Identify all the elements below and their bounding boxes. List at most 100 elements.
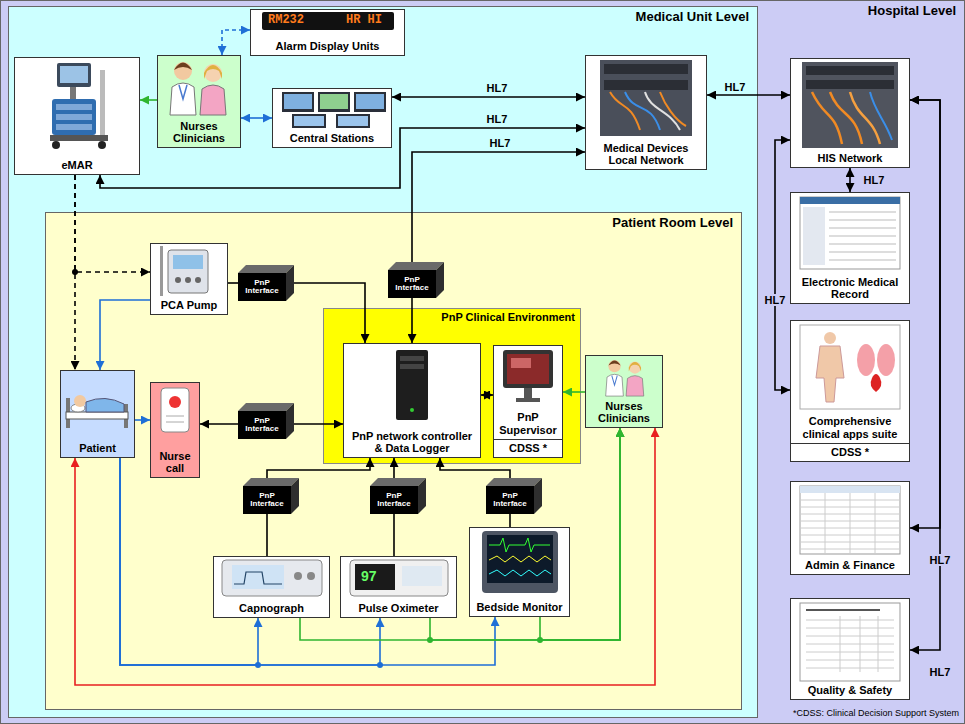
- panel-title: Patient Room Level: [612, 216, 733, 231]
- admin-spreadsheet-icon-part: [800, 486, 900, 554]
- emar-cart-icon-part: [52, 141, 60, 149]
- cube-side-face: [291, 478, 299, 514]
- clinical-apps-icon-part: [800, 325, 900, 409]
- interface-label: PnP Interface: [238, 279, 286, 296]
- component-box: Admin & Finance: [790, 481, 910, 575]
- level-panel: Medical Unit LevelAlarm Display UnitseMA…: [8, 6, 758, 718]
- central-stations-icon-part: [318, 92, 350, 112]
- component-label: HIS Network: [818, 152, 883, 165]
- emar-cart-icon: [50, 63, 108, 149]
- bedside-monitor-icon-part: [489, 570, 551, 576]
- nurses-icon-part: [606, 360, 644, 396]
- admin-spreadsheet-icon: [800, 486, 900, 554]
- connector: [267, 458, 370, 478]
- pca-pump-icon-part: [173, 255, 203, 269]
- protocol-label: HL7: [723, 81, 748, 93]
- component-box: Patient: [60, 370, 135, 458]
- cube-front-face: [238, 273, 286, 301]
- admin-spreadsheet-icon-part: [800, 500, 900, 549]
- component-label: PnP Supervisor: [496, 411, 560, 436]
- cube-top-face: [238, 403, 294, 411]
- component-box: PnP network controller & Data Logger: [343, 343, 481, 458]
- panel-title: Medical Unit Level: [636, 10, 749, 25]
- connector: [200, 423, 238, 425]
- nurse-call-icon-part: [161, 388, 189, 432]
- label-holder: *CDSS: Clinical Decision Support System: [793, 708, 959, 718]
- emar-cart-icon-part: [50, 135, 108, 141]
- supervisor-monitor-icon-part: [503, 350, 553, 388]
- emr-screen-icon-part: [803, 207, 825, 265]
- connector: [910, 100, 940, 650]
- nurse-call-icon-part: [166, 416, 184, 417]
- supervisor-monitor-icon-part: [524, 388, 532, 398]
- emr-screen-icon-part: [829, 252, 896, 253]
- connector: [135, 419, 150, 421]
- junction-dot-part: [427, 637, 433, 643]
- emar-cart-icon-part: [98, 141, 106, 149]
- quality-report-icon-part: [800, 603, 900, 681]
- interface-cube: PnP Interface: [238, 265, 294, 301]
- pulse-oximeter-icon-part: [355, 564, 395, 590]
- component-label: Nurse call: [154, 450, 196, 475]
- component-box: PnP SupervisorCDSS *: [493, 345, 563, 458]
- edge-label-holder: HL7: [862, 174, 887, 186]
- edge-label-holder: HL7: [723, 81, 748, 93]
- cube-side-face: [286, 265, 294, 301]
- emar-cart-icon-part: [56, 114, 92, 120]
- connector: [75, 428, 655, 685]
- quality-report-icon: [800, 603, 900, 681]
- component-box: Nurses Clinicians: [157, 55, 241, 148]
- patient-bed-icon-part: [74, 395, 86, 407]
- central-stations-icon-part: [282, 92, 314, 112]
- emr-screen-icon-part: [829, 236, 896, 237]
- cube-front-face: [238, 411, 286, 439]
- central-stations-icon-part: [294, 116, 324, 126]
- quality-report-icon-part: [806, 620, 894, 668]
- component-label: Central Stations: [290, 132, 374, 145]
- network-rack-icon-part: [625, 92, 660, 130]
- alarm-display-icon: [262, 12, 394, 30]
- clinical-apps-icon: [800, 325, 900, 409]
- supervisor-monitor-icon-part: [516, 398, 540, 402]
- component-box: Electronic Medical Record: [790, 192, 910, 304]
- network-rack-icon-part: [604, 80, 688, 90]
- component-box: Quality & Safety: [790, 598, 910, 700]
- emar-cart-icon-part: [56, 124, 92, 130]
- bedside-monitor-icon: [482, 531, 558, 593]
- supervisor-monitor-icon-part: [511, 358, 531, 368]
- edge-label-holder: HL7: [928, 666, 953, 678]
- his-rack-icon-part: [870, 92, 892, 140]
- his-rack-icon-part: [806, 66, 894, 75]
- network-rack-icon-part: [600, 60, 692, 136]
- connector: [393, 514, 395, 556]
- cube-top-face: [243, 478, 299, 486]
- emar-cart-icon-part: [57, 63, 91, 87]
- connector: [294, 283, 365, 343]
- component-label: Nurses Clinicians: [589, 400, 659, 425]
- network-rack-icon: [600, 60, 692, 136]
- nurses-icon-part: [170, 62, 226, 115]
- emr-screen-icon: [800, 197, 900, 269]
- connector: [228, 282, 238, 284]
- interface-label: PnP Interface: [370, 492, 418, 509]
- connector: [100, 300, 150, 370]
- nurses-icon: [170, 62, 644, 396]
- clinical-apps-icon-part: [877, 344, 895, 376]
- component-label: Alarm Display Units: [276, 40, 380, 53]
- component-box: Nurses Clinicians: [585, 355, 663, 428]
- nurse-call-icon-part: [169, 396, 181, 408]
- interface-cube: PnP Interface: [243, 478, 299, 514]
- pca-pump-icon-part: [175, 277, 181, 283]
- connector: [294, 423, 343, 425]
- alarm-display-icon-part: [262, 12, 394, 30]
- connector: [120, 458, 495, 665]
- interface-label: PnP Interface: [238, 417, 286, 434]
- component-label: Quality & Safety: [808, 684, 892, 697]
- connector: [393, 458, 395, 478]
- clinical-apps-icon-part: [824, 332, 836, 344]
- patient-bed-icon-part: [124, 404, 128, 428]
- bedside-monitor-icon-part: [489, 556, 551, 562]
- component-label: Capnograph: [239, 602, 304, 615]
- component-label: Electronic Medical Record: [794, 276, 906, 301]
